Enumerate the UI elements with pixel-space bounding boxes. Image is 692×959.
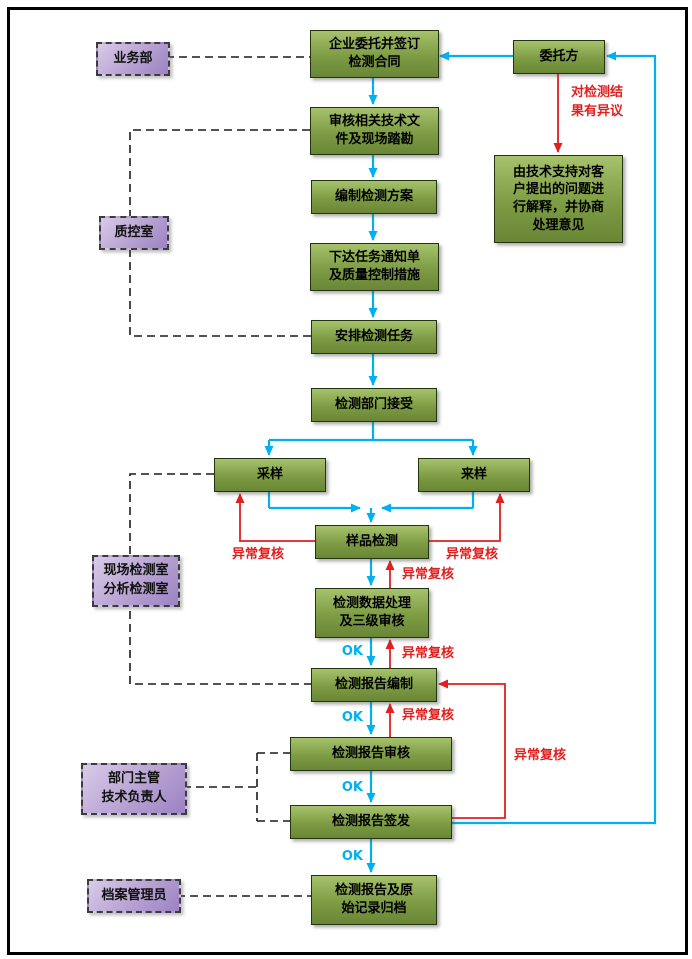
text-line: 业务部 [113,50,153,66]
step-incoming-sample: 来样 [418,458,530,492]
step-plan: 编制检测方案 [311,180,437,214]
text-line: 果有异议 [570,103,623,119]
label-objection: 对检测结 果有异议 [562,84,632,122]
box-client: 委托方 [513,40,605,74]
step-report-issue: 检测报告签发 [290,805,452,839]
step-report-prep: 检测报告编制 [311,668,437,702]
step-accept: 检测部门接受 [311,388,437,422]
text-line: 检测部门接受 [334,397,413,413]
label-ok-dataprocess: OK [341,644,363,659]
label-ok-issue: OK [341,849,363,864]
text-line: 委托方 [539,49,579,65]
step-sample-test: 样品检测 [315,525,429,559]
text-line: 样品检测 [345,534,398,550]
text-line: 件及现场踏勘 [335,132,414,147]
dept-qc: 质控室 [99,216,169,250]
text-line: 检测数据处理 [332,596,411,612]
step-data-process: 检测数据处理 及三级审核 [315,588,429,638]
dept-business: 业务部 [96,42,170,76]
label-ok-reportprep: OK [341,710,363,725]
dept-archivist: 档案管理员 [87,879,181,913]
label-recheck-dataprocess: 异常复核 [401,646,454,661]
box-explain-objection: 由技术支持对客 户提出的问题进 行解释，并协商 处理意见 [494,155,623,243]
page-border [7,7,688,955]
red-feedback-arrows [235,72,563,819]
label-recheck-sampling: 异常复核 [231,547,284,562]
text-line: 来样 [460,467,487,483]
text-line: 编制检测方案 [334,189,413,205]
label-recheck-reportprep: 异常复核 [401,708,454,723]
text-line: 由技术支持对客 [512,164,604,180]
merge-stubs [267,490,475,508]
arrow-recheck-to-incoming [427,493,505,542]
label-recheck-incoming: 异常复核 [445,547,498,562]
step-review-docs: 审核相关技术文 件及现场踏勘 [310,107,439,155]
arrow-issue-to-client [450,51,657,825]
text-line: 分析检测室 [103,582,169,597]
arrow-recheck-issue-to-reportprep [438,679,506,819]
text-line: 部门主管 [107,771,160,787]
text-line: 检测合同 [348,55,401,70]
text-line: 检测报告编制 [334,677,413,693]
text-line: 检测报告及原 [334,883,413,899]
text-line: 检测报告审核 [331,746,410,762]
text-line: 采样 [256,467,283,483]
label-recheck-sampletest: 异常复核 [401,567,454,582]
label-recheck-issue: 异常复核 [513,748,566,763]
text-line: 审核相关技术文 [328,114,420,130]
text-line: 对检测结 [570,85,623,100]
text-line: 始记录归档 [341,901,407,916]
dept-manager: 部门主管 技术负责人 [81,763,187,815]
text-line: 户提出的问题进 [512,182,604,198]
split-accept-branch [269,420,473,442]
text-line: 企业委托并签订 [328,37,420,53]
step-archive: 检测报告及原 始记录归档 [311,875,437,925]
text-line: 处理意见 [532,217,585,233]
text-line: 现场检测室 [103,563,169,579]
step-report-review: 检测报告审核 [290,737,452,771]
arrow-recheck-to-sampling [235,493,315,542]
text-line: 及三级审核 [339,614,405,629]
text-line: 及质量控制措施 [328,268,420,283]
text-line: 下达任务通知单 [328,250,420,266]
label-ok-review: OK [341,780,363,795]
text-line: 行解释，并协商 [512,200,604,215]
connector-manager-bracket [183,752,290,822]
step-contract: 企业委托并签订 检测合同 [310,30,439,78]
step-arrange: 安排检测任务 [311,320,437,354]
step-sampling: 采样 [214,458,326,492]
text-line: 技术负责人 [101,790,167,805]
text-line: 安排检测任务 [334,329,413,345]
cyan-flow-arrows [264,51,657,873]
dept-field-lab: 现场检测室 分析检测室 [92,555,180,607]
step-task-notice: 下达任务通知单 及质量控制措施 [310,243,439,291]
text-line: 档案管理员 [101,887,167,903]
text-line: 质控室 [114,224,154,240]
text-line: 检测报告签发 [331,814,410,830]
